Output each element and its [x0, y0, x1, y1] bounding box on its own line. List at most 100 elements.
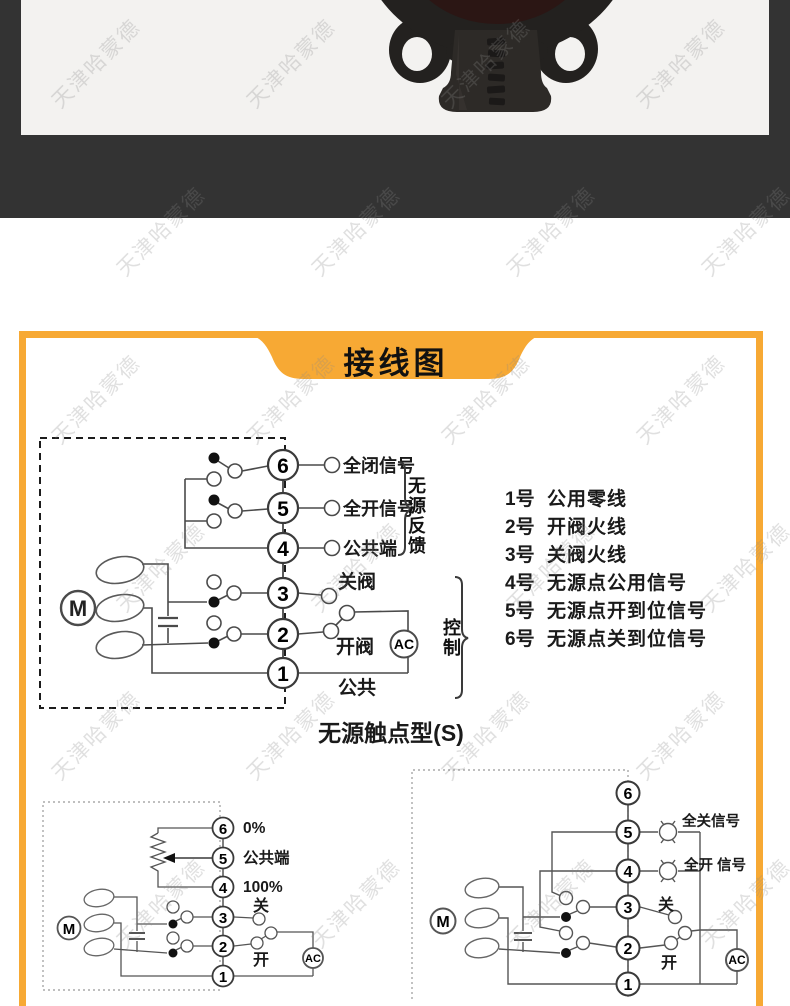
terminal-2: 2	[624, 941, 633, 958]
section-title: 接线图	[343, 346, 449, 381]
terminal-4: 4	[219, 880, 228, 897]
terminal-5: 5	[624, 825, 633, 842]
motor-coils	[464, 877, 500, 959]
hero-dark-frame	[0, 0, 790, 218]
terminal-strip: 6 5 4 3 2 1	[615, 780, 641, 997]
item-num: 4号	[505, 573, 535, 594]
banner-tab-fill	[246, 331, 546, 379]
list-item: 4号无源点公用信号	[505, 568, 707, 596]
ac-source-symbol: AC	[302, 947, 324, 969]
valve-neck	[438, 30, 552, 112]
contact-labels: 0% 公共端 100% 关 开	[243, 820, 290, 969]
item-desc: 无源点公用信号	[547, 573, 688, 594]
label-full-close-signal: 全闭信号	[342, 455, 415, 476]
label-open: 开	[661, 954, 677, 972]
terminal-6: 6	[219, 821, 227, 838]
terminal-1: 1	[624, 977, 633, 994]
group-label-control: 控制	[441, 618, 461, 658]
label-full-open-signal: 全开 信号	[683, 856, 746, 874]
actuator-dashed-boundary	[39, 437, 286, 709]
item-desc: 关阀火线	[547, 545, 628, 566]
item-desc: 无源点开到位信号	[547, 601, 708, 622]
item-num: 5号	[505, 601, 535, 622]
item-desc: 无源点关到位信号	[547, 629, 708, 650]
switch-contacts	[558, 890, 693, 958]
terminal-2: 2	[219, 939, 227, 956]
terminal-6: 6	[277, 455, 289, 478]
terminal-6: 6	[624, 786, 633, 803]
list-item: 2号开阀火线	[505, 512, 707, 540]
terminal-2: 2	[277, 624, 289, 647]
terminal-3: 3	[277, 583, 289, 606]
label-full-close-signal: 全关信号	[681, 812, 740, 830]
item-num: 6号	[505, 629, 535, 650]
label-close: 关	[658, 895, 674, 914]
label-open-valve: 开阀	[336, 635, 374, 658]
item-num: 3号	[505, 545, 535, 566]
motor-label: M	[69, 596, 87, 621]
label-close-valve: 关阀	[338, 570, 376, 593]
wiring-lines	[42, 801, 314, 991]
terminal-4: 4	[277, 538, 289, 561]
label-100-percent: 100%	[243, 879, 283, 896]
motor-coils	[95, 555, 145, 660]
actuator-dotted-boundary	[411, 769, 629, 999]
item-desc: 公用零线	[547, 489, 628, 510]
ac-label: AC	[305, 953, 321, 965]
switch-contacts	[166, 900, 278, 958]
full-open-lamp-icon	[658, 859, 678, 883]
banner-tab-shape	[246, 331, 546, 379]
pot-arrow	[163, 853, 175, 863]
terminal-description-list: 1号公用零线 2号开阀火线 3号关阀火线 4号无源点公用信号 5号无源点开到位信…	[505, 484, 707, 652]
label-open: 开	[253, 951, 269, 969]
item-num: 2号	[505, 517, 535, 538]
ac-source-symbol: AC	[725, 948, 749, 972]
product-photo	[21, 0, 769, 135]
terminal-strip: 6 5 4 3 2 1	[211, 816, 235, 988]
actuator-dotted-boundary	[42, 801, 221, 991]
control-brace	[454, 576, 469, 699]
terminal-strip: 6 5 4 3 2 1	[266, 448, 300, 690]
label-common: 公共	[338, 677, 376, 699]
motor-symbol: M	[429, 877, 500, 959]
lamp-symbols	[658, 820, 678, 883]
butterfly-valve-image	[381, 0, 613, 112]
switch-contacts	[206, 452, 356, 649]
group-label-passive-feedback: 无源反馈	[406, 476, 426, 556]
label-0-percent: 0%	[243, 820, 266, 837]
motor-label: M	[436, 914, 449, 931]
full-close-lamp-icon	[658, 820, 678, 844]
wiring-lines	[411, 769, 738, 999]
label-close: 关	[253, 896, 269, 915]
terminal-1: 1	[277, 663, 289, 686]
feedback-brace	[397, 461, 414, 556]
terminal-5: 5	[277, 498, 289, 521]
terminal-5: 5	[219, 851, 227, 868]
list-item: 1号公用零线	[505, 484, 707, 512]
contact-labels: 全关信号 全开 信号 关 开	[658, 812, 746, 972]
terminal-1: 1	[219, 969, 227, 986]
ac-label: AC	[728, 953, 746, 967]
item-desc: 开阀火线	[547, 517, 628, 538]
terminal-3: 3	[624, 900, 633, 917]
label-common-end: 公共端	[343, 539, 397, 559]
motor-symbol: M	[59, 555, 145, 660]
motor-symbol: M	[56, 888, 115, 957]
motor-label: M	[63, 921, 76, 938]
ac-label: AC	[394, 636, 414, 652]
wiring-diagram-lamp-signal: M 6 5 4 3 2 1	[411, 769, 749, 999]
motor-coils	[83, 888, 115, 957]
terminal-3: 3	[219, 910, 227, 927]
contact-labels: 全闭信号 全开信号 公共端 关阀 开阀 公共	[336, 455, 415, 699]
label-common-end: 公共端	[243, 848, 290, 867]
wiring-diagram-passive-contact: M 6 5 4 3 2 1 AC	[39, 437, 469, 709]
label-full-open-signal: 全开信号	[342, 498, 415, 519]
terminal-4: 4	[624, 864, 633, 881]
list-item: 5号无源点开到位信号	[505, 596, 707, 624]
wiring-diagram-potentiometer: M 6 5 4 3 2 1 AC 0% 公共端 100% 关 开	[42, 801, 324, 991]
group-braces	[397, 461, 469, 699]
list-item: 3号关阀火线	[505, 540, 707, 568]
diagram-caption: 无源触点型(S)	[318, 720, 464, 746]
list-item: 6号无源点关到位信号	[505, 624, 707, 652]
ac-source-symbol: AC	[389, 629, 419, 659]
